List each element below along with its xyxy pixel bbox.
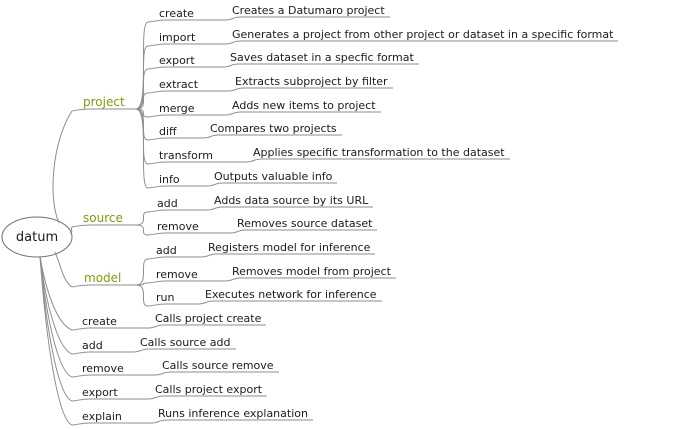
- edge-project-child: [135, 92, 149, 110]
- node-project-create[interactable]: create: [159, 7, 194, 20]
- desc-datum-export[interactable]: Calls project export: [155, 383, 263, 396]
- branch-underline-model: [71, 284, 136, 288]
- edge-source-child: [135, 224, 149, 236]
- edge-datum-project: [52, 110, 73, 224]
- edge-project-child: [135, 21, 149, 110]
- edge-project-child: [135, 108, 149, 189]
- node-model-remove[interactable]: remove: [156, 268, 198, 281]
- desc-datum-remove[interactable]: Calls source remove: [162, 359, 274, 372]
- node-underline: [147, 16, 390, 23]
- edge-datum-child: [39, 255, 73, 426]
- node-datum-remove[interactable]: remove: [82, 362, 124, 375]
- edge-project-child: [135, 108, 149, 141]
- node-underline: [147, 229, 377, 236]
- node-datum-add[interactable]: add: [82, 339, 103, 352]
- node-underline: [147, 111, 381, 118]
- node-underline: [147, 87, 393, 94]
- branch-underline-source: [71, 224, 136, 228]
- desc-project-info[interactable]: Outputs valuable info: [214, 170, 333, 183]
- node-source-remove[interactable]: remove: [157, 220, 199, 233]
- node-project-diff[interactable]: diff: [159, 125, 177, 138]
- edge-model-child: [135, 258, 149, 286]
- branch-model[interactable]: model: [84, 271, 122, 285]
- node-underline: [71, 324, 266, 331]
- node-underline: [147, 206, 373, 213]
- desc-project-diff[interactable]: Compares two projects: [210, 122, 337, 135]
- branch-source[interactable]: source: [83, 211, 123, 225]
- node-underline: [147, 134, 342, 141]
- branch-project[interactable]: project: [83, 95, 125, 109]
- edge-model-child: [135, 284, 149, 307]
- node-datum-create[interactable]: create: [82, 315, 117, 328]
- node-underline: [71, 395, 267, 402]
- edge-project-child: [135, 68, 149, 110]
- node-underline: [147, 300, 382, 307]
- node-underline: [147, 158, 510, 165]
- desc-project-export[interactable]: Saves dataset in a specfic format: [230, 51, 414, 64]
- desc-source-add[interactable]: Adds data source by its URL: [214, 194, 369, 207]
- node-project-export[interactable]: export: [159, 54, 195, 67]
- edge-datum-source: [69, 226, 73, 234]
- desc-project-transform[interactable]: Applies specific transformation to the d…: [253, 146, 505, 159]
- branch-underline-project: [71, 108, 136, 112]
- node-underline: [147, 277, 396, 284]
- node-underline: [71, 371, 279, 378]
- node-project-transform[interactable]: transform: [159, 149, 213, 162]
- desc-source-remove[interactable]: Removes source dataset: [237, 217, 373, 230]
- desc-project-import[interactable]: Generates a project from other project o…: [232, 28, 614, 41]
- edge-project-child: [135, 45, 149, 110]
- node-underline: [71, 348, 236, 355]
- desc-model-add[interactable]: Registers model for inference: [208, 241, 371, 254]
- edge-datum-child: [39, 255, 73, 378]
- root-node-ellipse[interactable]: [1, 216, 73, 258]
- node-project-info[interactable]: info: [159, 173, 180, 186]
- node-model-run[interactable]: run: [156, 291, 175, 304]
- desc-project-merge[interactable]: Adds new items to project: [232, 99, 376, 112]
- desc-datum-create[interactable]: Calls project create: [155, 312, 262, 325]
- desc-datum-explain[interactable]: Runs inference explanation: [158, 407, 308, 420]
- node-datum-explain[interactable]: explain: [82, 410, 122, 423]
- edge-datum-child: [39, 255, 73, 331]
- desc-model-run[interactable]: Executes network for inference: [205, 288, 377, 301]
- root-node-label[interactable]: datum: [15, 229, 59, 245]
- node-project-merge[interactable]: merge: [159, 102, 195, 115]
- desc-project-create[interactable]: Creates a Datumaro project: [232, 4, 385, 17]
- node-underline: [147, 182, 337, 189]
- desc-datum-add[interactable]: Calls source add: [140, 336, 231, 349]
- node-project-extract[interactable]: extract: [159, 78, 199, 91]
- node-underline: [147, 253, 375, 260]
- node-underline: [71, 419, 313, 426]
- desc-model-remove[interactable]: Removes model from project: [232, 265, 391, 278]
- desc-project-extract[interactable]: Extracts subproject by filter: [235, 75, 388, 88]
- edge-datum-model: [54, 251, 73, 288]
- node-project-import[interactable]: import: [159, 31, 196, 44]
- node-model-add[interactable]: add: [156, 244, 177, 257]
- node-source-add[interactable]: add: [157, 197, 178, 210]
- node-underline: [147, 63, 419, 70]
- node-datum-export[interactable]: export: [82, 386, 118, 399]
- edge-source-child: [135, 211, 149, 226]
- node-underline: [147, 40, 618, 47]
